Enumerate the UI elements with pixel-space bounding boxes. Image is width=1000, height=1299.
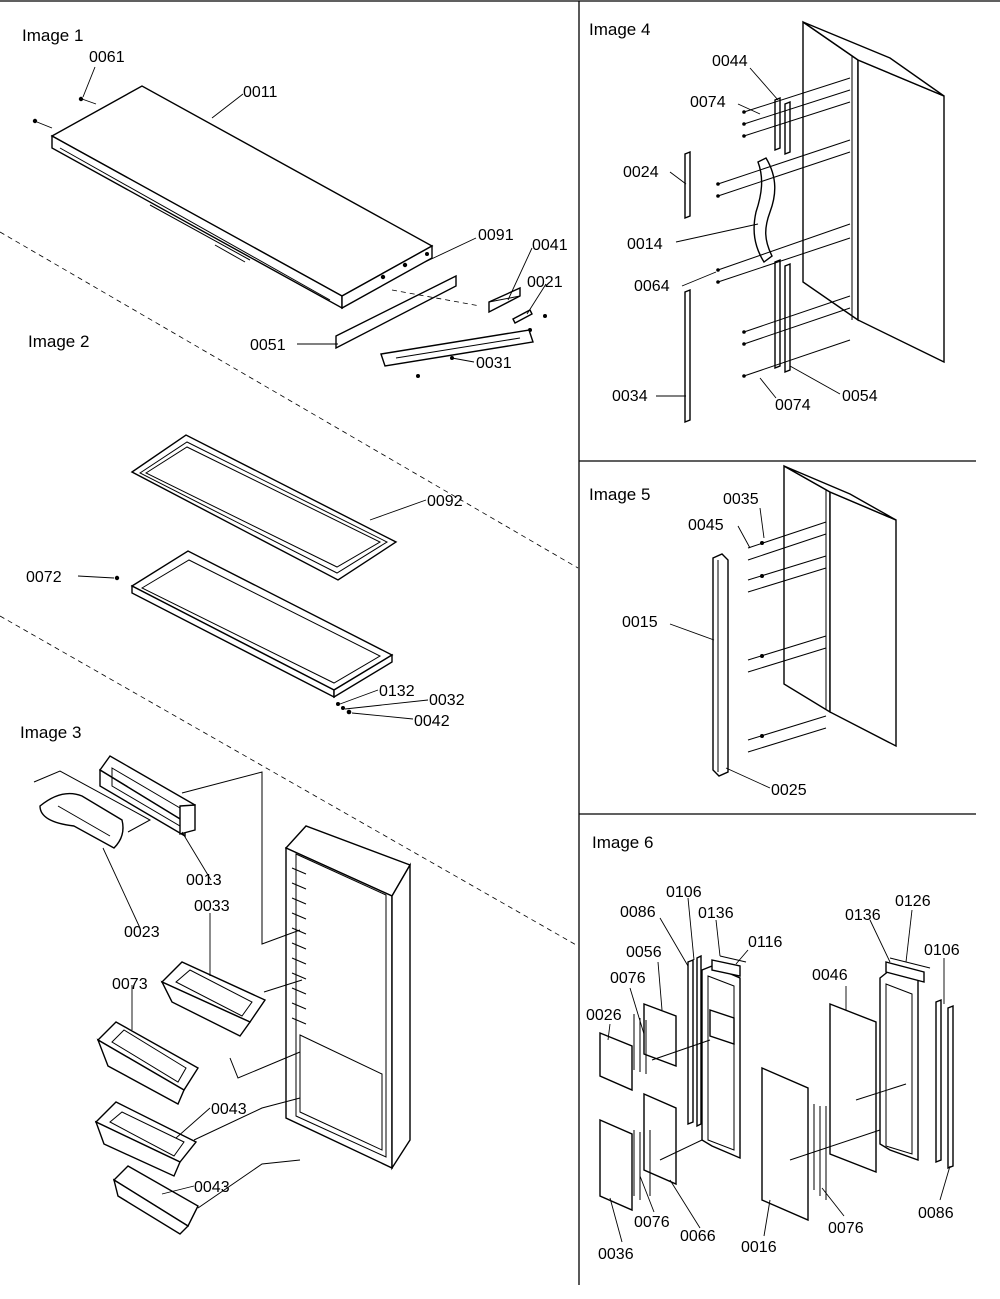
callout-label: 0036 [598,1246,634,1263]
image1-top-cover-assembly [32,66,547,378]
callout-label: 0086 [620,904,656,921]
image4-handle-assembly [656,20,945,424]
callout-label: 0011 [243,84,278,101]
image3-title: Image 3 [20,723,81,742]
door-shelf-ribs [291,867,307,1025]
callout-label: 0043 [211,1101,247,1118]
callout-label: 0032 [429,692,465,709]
image2-shelf-assembly [77,434,429,720]
callout-label: 0026 [586,1007,622,1024]
image2-callouts: 0092 0072 0132 0032 0042 [26,493,465,730]
callout-label: 0132 [379,683,415,700]
image5-title: Image 5 [589,485,650,504]
callout-label: 0016 [741,1239,777,1256]
callout-label: 0064 [634,278,670,295]
image6-title: Image 6 [592,833,653,852]
callout-label: 0056 [626,944,662,961]
image1-callouts: 0061 0011 0091 0041 0021 0051 0031 [89,49,568,372]
callout-label: 0092 [427,493,463,510]
callout-label: 0046 [812,967,848,984]
callout-label: 0033 [194,898,230,915]
callout-label: 0116 [748,934,783,951]
callout-label: 0015 [622,614,658,631]
callout-label: 0136 [698,905,734,922]
callout-label: 0042 [414,713,450,730]
callout-label: 0106 [666,884,702,901]
callout-label: 0035 [723,491,759,508]
image6-dispenser-door-assembly [599,897,954,1243]
callout-label: 0045 [688,517,724,534]
callout-label: 0044 [712,53,748,70]
image3-callouts: 0013 0023 0033 0073 0043 0043 [112,872,247,1196]
gasket-screws [747,521,827,753]
callout-label: 0091 [478,227,514,244]
callout-label: 0136 [845,907,881,924]
callout-label: 0023 [124,924,160,941]
callout-label: 0061 [89,49,125,66]
callout-label: 0066 [680,1228,716,1245]
callout-label: 0076 [634,1214,670,1231]
callout-label: 0051 [250,337,286,354]
callout-label: 0076 [828,1220,864,1237]
panel-titles: Image 1 Image 2 Image 3 Image 4 Image 5 … [20,20,653,852]
callout-label: 0025 [771,782,807,799]
callout-label: 0073 [112,976,148,993]
image3-door-bins-assembly [33,755,412,1235]
callout-label: 0013 [186,872,222,889]
image4-title: Image 4 [589,20,650,39]
callout-label: 0014 [627,236,663,253]
callout-label: 0054 [842,388,878,405]
image6-callouts: 0106 0086 0136 0116 0056 0076 0026 0036 … [586,884,960,1263]
image4-callouts: 0044 0074 0024 0014 0064 0034 0074 0054 [612,53,878,414]
callout-label: 0072 [26,569,62,586]
image2-title: Image 2 [28,332,89,351]
image1-title: Image 1 [22,26,83,45]
callout-label: 0076 [610,970,646,987]
callout-label: 0041 [532,237,568,254]
callout-label: 0126 [895,893,931,910]
image5-callouts: 0035 0045 0015 0025 [622,491,807,799]
callout-label: 0074 [690,94,726,111]
callout-label: 0043 [194,1179,230,1196]
callout-label: 0024 [623,164,659,181]
callout-label: 0034 [612,388,648,405]
callout-label: 0106 [924,942,960,959]
callout-label: 0021 [527,274,563,291]
handle-screws [716,77,851,378]
callout-label: 0086 [918,1205,954,1222]
image5-gasket-assembly [669,464,897,789]
callout-label: 0031 [476,355,512,372]
callout-label: 0074 [775,397,811,414]
